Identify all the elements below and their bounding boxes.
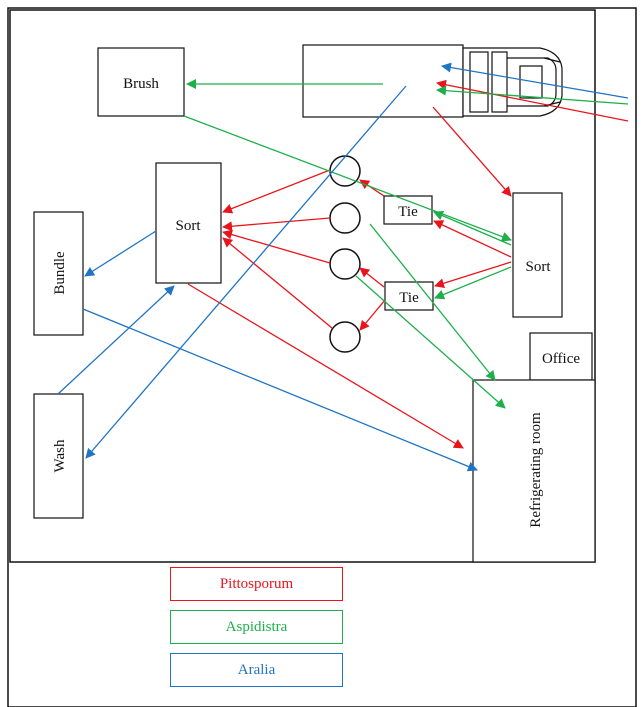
office-room [529,332,593,381]
sort-right-room [512,192,563,318]
legend-pittosporum: Pittosporum [170,567,343,601]
red-arrow-tie-to-circle1 [359,179,385,197]
outer-frame [7,7,637,707]
aspidistra-flow [183,79,629,409]
green-arrow-tie-to-cold [369,223,496,381]
workstation-circle-2 [329,202,361,234]
green-arrow-circle-to-cold [355,275,506,409]
red-arrow-truck-to-sort [432,106,512,197]
pittosporum-flow [187,79,629,449]
sort-left-room [155,162,222,284]
green-arrow-sort-to-tie-bottom [434,266,512,300]
red-arrow-circle3-to-sort [222,229,331,264]
bundle-room [33,211,84,336]
red-arrow-circle4-to-sort [222,237,333,329]
blue-arrow-bundle-to-cold [82,308,478,472]
truck-icon [302,44,563,118]
building-boundary [9,9,596,563]
red-arrow-sort-to-tie-top [433,220,512,258]
workstation-circle-3 [329,248,361,280]
office-label: Office [542,351,580,367]
blue-arrow-in [441,62,629,99]
refrigerating-room-label: Refrigerating room [528,412,544,528]
blue-arrow-wash-to-sort [57,285,175,395]
blue-arrow-truck-to-wash [85,85,407,459]
wash-label: Wash [52,439,68,472]
red-arrow-tie-to-circle3 [359,267,385,288]
sort-left-label: Sort [175,218,201,234]
tie-bottom-label: Tie [399,290,419,306]
legend-aspidistra: Aspidistra [170,610,343,644]
workstation-circle-4 [329,321,361,353]
sort-right-label: Sort [525,259,551,275]
red-arrow-sort-to-tie-bottom [434,261,512,289]
brush-room [97,47,185,117]
refrigerating-room [472,379,596,563]
green-arrow-sort-to-tie-top [433,210,512,246]
green-arrow-brush-to-sort [183,115,512,242]
red-arrow-circle2-to-sort [222,217,331,232]
red-arrow-sort-to-cold [187,283,464,449]
tie-bottom-station [384,281,434,311]
aralia-flow [57,62,629,472]
wash-room [33,393,84,519]
red-arrow-circle1-to-sort [222,169,331,214]
red-arrow-tie-to-circle4 [359,299,386,331]
blue-arrow-sort-to-bundle [84,230,157,277]
tie-top-label: Tie [398,204,418,220]
red-arrow-in-1 [436,79,629,122]
bundle-label: Bundle [52,251,68,295]
legend-aralia: Aralia [170,653,343,687]
green-arrow-in [436,85,629,105]
brush-label: Brush [123,76,159,92]
